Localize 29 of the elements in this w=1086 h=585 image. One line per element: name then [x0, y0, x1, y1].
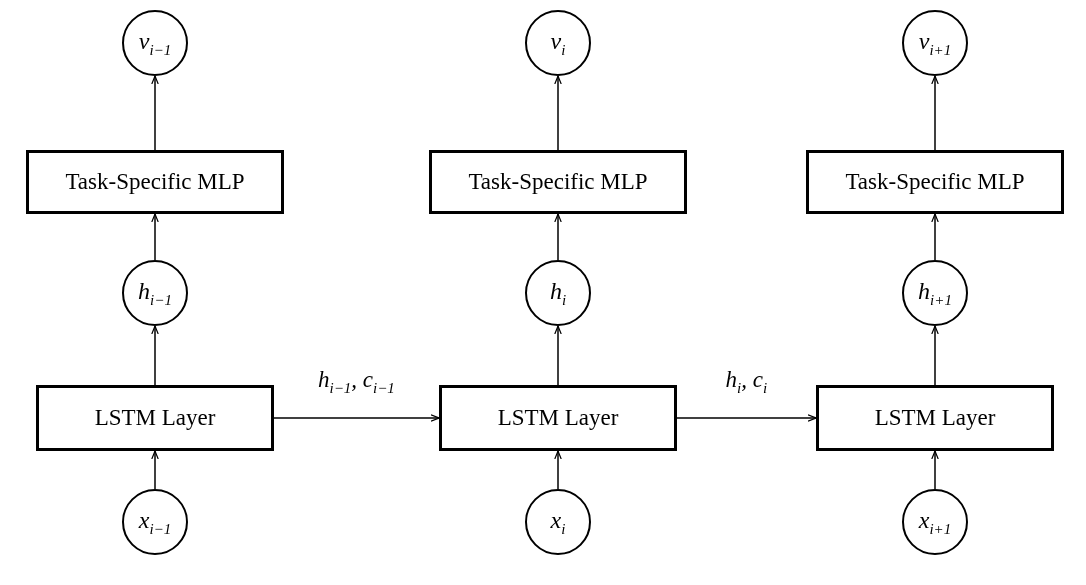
arrow [151, 213, 159, 261]
variable-circle: v$_{i+1}$ [902, 10, 968, 76]
arrow [931, 450, 939, 490]
variable-circle: h$_{i}$ [525, 260, 591, 326]
arrow [931, 213, 939, 261]
mlp-box: Task-Specific MLP [429, 150, 687, 214]
variable-circle: v$_{i}$ [525, 10, 591, 76]
arrow [676, 414, 817, 422]
variable-circle: x$_{i+1}$ [902, 489, 968, 555]
lstm-box: LSTM Layer [816, 385, 1054, 451]
arrow [931, 75, 939, 151]
lstm-box: LSTM Layer [439, 385, 677, 451]
variable-circle: h$_{i+1}$ [902, 260, 968, 326]
arrow [151, 325, 159, 386]
arrow [554, 75, 562, 151]
variable-circle: h$_{i−1}$ [122, 260, 188, 326]
variable-circle: x$_{i−1}$ [122, 489, 188, 555]
arrow [151, 450, 159, 490]
arrow [151, 75, 159, 151]
arrow [931, 325, 939, 386]
variable-circle: v$_{i−1}$ [122, 10, 188, 76]
variable-circle: x$_{i}$ [525, 489, 591, 555]
arrow [554, 325, 562, 386]
arrow [554, 450, 562, 490]
arrow [554, 213, 562, 261]
mlp-box: Task-Specific MLP [806, 150, 1064, 214]
mlp-box: Task-Specific MLP [26, 150, 284, 214]
lstm-box: LSTM Layer [36, 385, 274, 451]
arrow [273, 414, 440, 422]
